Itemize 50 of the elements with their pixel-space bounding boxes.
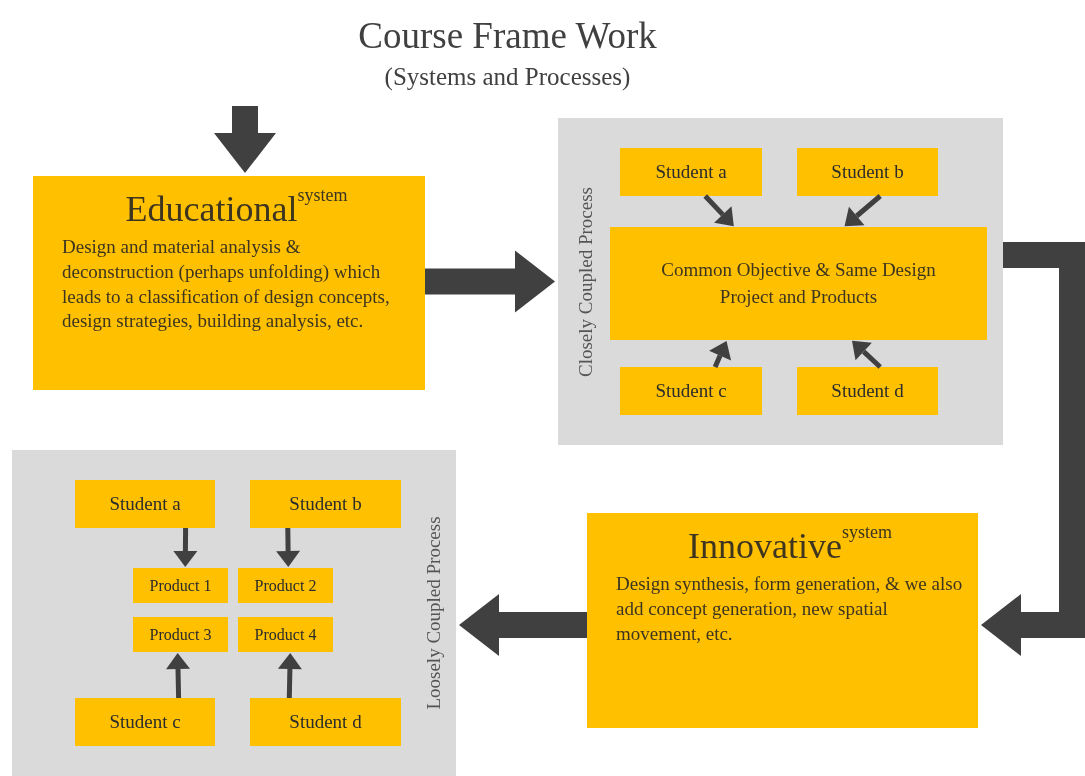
student-box	[250, 480, 401, 528]
product-label: Product 2	[254, 575, 317, 596]
arrow	[276, 527, 301, 567]
student-box	[797, 367, 938, 415]
process-panel	[558, 118, 1003, 445]
objective-text: Common Objective & Same Design Project and Products	[660, 257, 937, 309]
arrow	[703, 194, 734, 227]
system-heading: Innovative$^{system}$	[688, 525, 892, 568]
student-label: Student c	[109, 709, 181, 734]
student-box	[797, 148, 938, 196]
student-label: Student d	[831, 378, 904, 403]
process-panel	[12, 450, 456, 776]
student-label: Student b	[289, 491, 362, 516]
product-label: Product 1	[149, 575, 212, 596]
student-box	[75, 480, 215, 528]
diagram-title: Course Frame Work	[357, 14, 658, 58]
product-box	[238, 568, 333, 603]
student-label: Student d	[289, 709, 362, 734]
arrow	[214, 106, 276, 173]
arrow	[709, 340, 732, 368]
arrow	[852, 340, 882, 369]
system-heading: Educational$^{system}$	[125, 188, 348, 231]
product-label: Product 3	[149, 624, 212, 645]
student-box	[75, 698, 215, 746]
subtitle: (Systems and Processes)	[383, 62, 632, 93]
process-label: Closely Coupled Process	[574, 186, 597, 377]
student-box	[250, 698, 401, 746]
student-box	[620, 367, 762, 415]
process-label: Loosely Coupled Process	[421, 516, 445, 710]
objective-box	[610, 227, 987, 340]
arrow	[173, 528, 198, 567]
student-box	[620, 148, 762, 196]
system-description: Design and material analysis & deconstruction (perhaps unfolding) which leads to a classification of design concepts, design strategies, building analysis, etc.	[62, 235, 391, 334]
student-label: Student b	[831, 159, 904, 184]
arrow	[844, 194, 882, 227]
product-label: Product 4	[254, 624, 317, 645]
student-label: Student c	[655, 378, 727, 403]
student-label: Student a	[109, 491, 181, 516]
system-box	[587, 513, 978, 728]
system-box	[33, 176, 425, 390]
arrow	[425, 250, 555, 313]
student-label: Student a	[655, 159, 727, 184]
arrow	[166, 653, 190, 699]
product-box	[238, 617, 333, 652]
product-box	[133, 568, 228, 603]
arrow	[277, 653, 302, 699]
arrow	[981, 242, 1085, 656]
product-box	[133, 617, 228, 652]
system-description: Design synthesis, form generation, & we also add concept generation, new spatial movement, etc.	[616, 572, 964, 646]
arrow	[459, 594, 587, 656]
